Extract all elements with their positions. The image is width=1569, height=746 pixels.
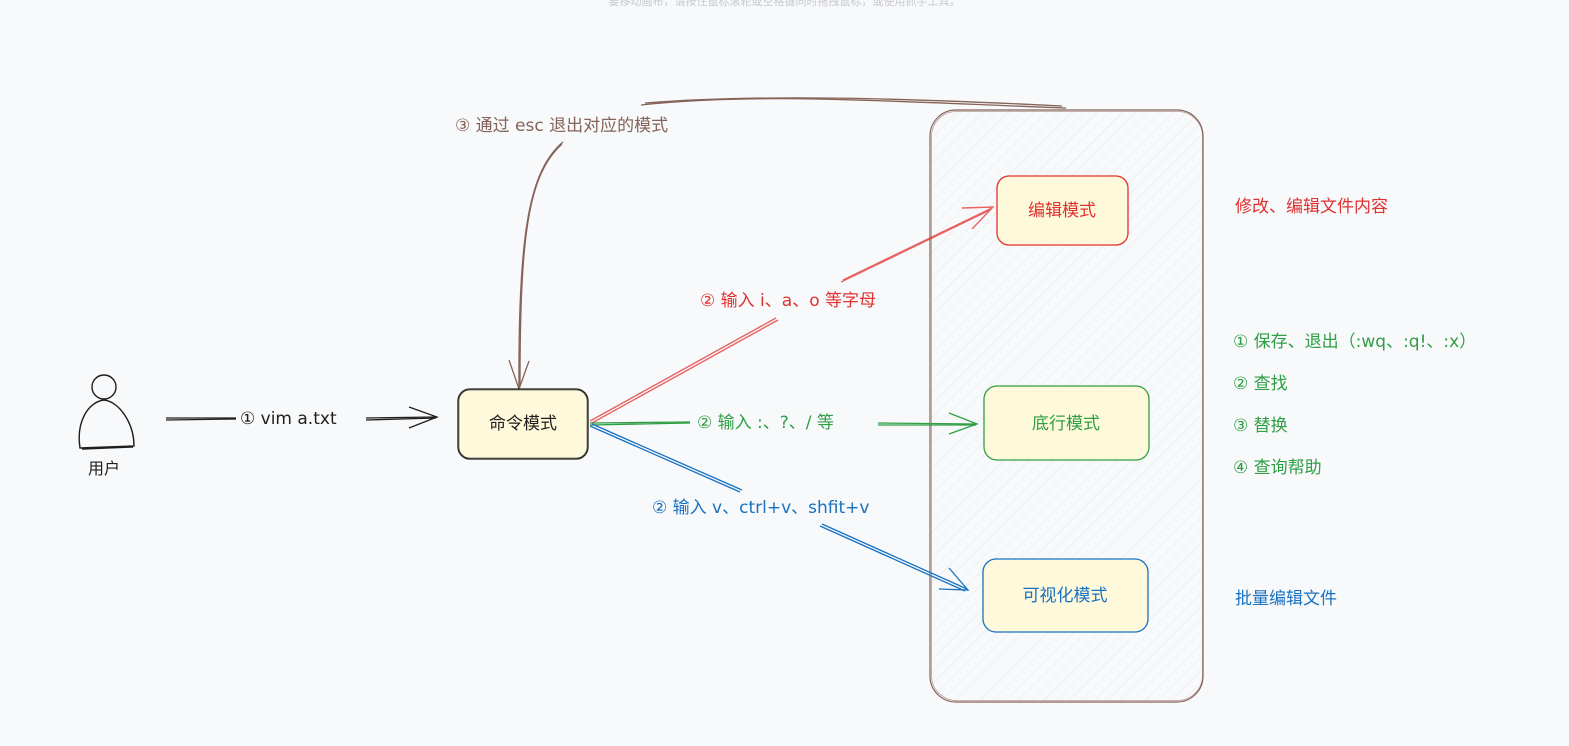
note-lastline-2: ② 查找	[1233, 374, 1288, 394]
node-lastline-label: 底行模式	[1032, 414, 1100, 434]
arrow-user-to-command[interactable]	[165, 406, 439, 429]
note-lastline-1: ① 保存、退出（:wq、:q!、:x）	[1233, 332, 1476, 352]
note-lastline-3: ③ 替换	[1233, 416, 1288, 436]
arrow-command-to-visual[interactable]	[589, 423, 970, 592]
node-lastline-mode[interactable]	[983, 385, 1150, 461]
canvas-hint: 要移动画布，请按住鼠标滚轮或空格键同时拖拽鼠标，或使用抓手工具。	[608, 0, 961, 8]
node-edit-label: 编辑模式	[1028, 201, 1096, 221]
arrow-command-to-edit[interactable]	[589, 206, 995, 424]
user-label: 用户	[88, 459, 120, 478]
note-visual: 批量编辑文件	[1235, 589, 1337, 609]
node-command-label: 命令模式	[489, 414, 557, 434]
node-command-mode[interactable]	[457, 388, 589, 460]
arrow-esc-return[interactable]	[508, 97, 1067, 391]
edge-label-vim: ① vim a.txt	[240, 409, 337, 429]
node-visual-mode[interactable]	[982, 558, 1149, 633]
edge-label-esc: ③ 通过 esc 退出对应的模式	[455, 116, 668, 136]
node-edit-mode[interactable]	[996, 175, 1129, 246]
user-icon[interactable]	[78, 374, 135, 450]
edge-label-edit: ② 输入 i、a、o 等字母	[700, 291, 876, 311]
note-edit: 修改、编辑文件内容	[1235, 197, 1388, 217]
note-lastline-4: ④ 查询帮助	[1233, 458, 1322, 478]
arrow-command-to-lastline[interactable]	[589, 412, 979, 435]
edge-label-visual: ② 输入 v、ctrl+v、shfit+v	[652, 498, 869, 518]
node-visual-label: 可视化模式	[1023, 586, 1108, 606]
edge-label-lastline: ② 输入 :、?、/ 等	[697, 413, 834, 433]
